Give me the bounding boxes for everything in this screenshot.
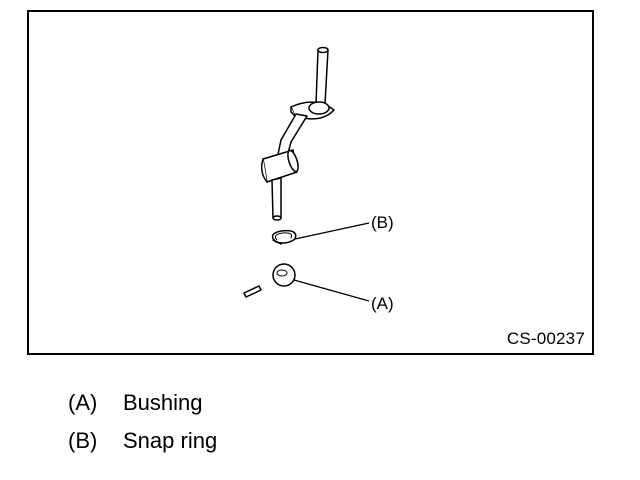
legend-text-a: Bushing bbox=[123, 390, 203, 415]
legend-key-a: (A) bbox=[68, 390, 98, 415]
callout-a-label: (A) bbox=[371, 294, 394, 313]
legend-text-b: Snap ring bbox=[123, 428, 218, 453]
legend-row-b: (B) Snap ring bbox=[68, 422, 217, 460]
figure-frame: (B) (A) CS-00237 bbox=[27, 10, 594, 355]
lever-cylinder bbox=[260, 149, 299, 183]
legend: (A) Bushing (B) Snap ring bbox=[68, 384, 217, 460]
callout-a-leader bbox=[293, 279, 370, 302]
small-pin bbox=[243, 285, 262, 298]
snap-ring bbox=[271, 229, 297, 245]
callout-b-label: (B) bbox=[371, 213, 394, 232]
bushing bbox=[272, 263, 296, 287]
legend-row-a: (A) Bushing bbox=[68, 384, 217, 422]
callout-b-leader bbox=[294, 222, 370, 240]
lever-lower-pin bbox=[271, 177, 282, 221]
legend-key-b: (B) bbox=[68, 428, 98, 453]
figure-code: CS-00237 bbox=[506, 329, 585, 348]
shift-lever-drawing bbox=[243, 46, 370, 302]
lever-upper-shaft bbox=[315, 46, 329, 105]
